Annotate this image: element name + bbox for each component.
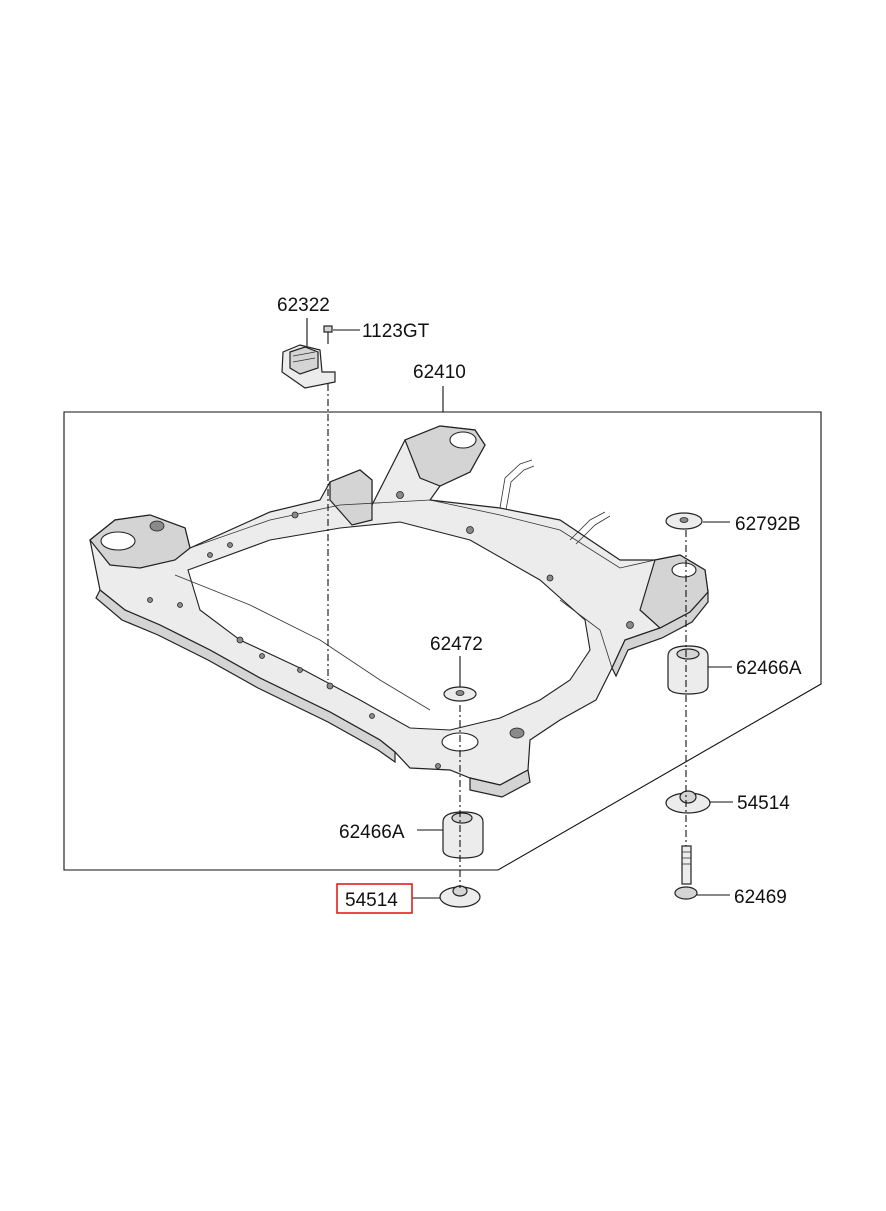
label-62472: 62472 <box>430 634 483 655</box>
washer-54514-right <box>665 790 711 814</box>
label-62410: 62410 <box>413 362 466 383</box>
washer-62792b <box>665 512 703 530</box>
bolt-1123gt <box>323 325 333 344</box>
label-62469: 62469 <box>734 887 787 908</box>
label-62792b: 62792B <box>735 514 801 535</box>
subframe-crossmember <box>89 425 709 798</box>
bushing-62466a-left <box>442 811 484 859</box>
washer-54514-left <box>439 885 481 908</box>
label-1123gt: 1123GT <box>362 321 430 342</box>
highlight-box-54514[interactable] <box>336 883 413 914</box>
label-54514-right: 54514 <box>737 793 790 814</box>
label-54514-left[interactable]: 54514 <box>345 890 398 911</box>
subframe-holes <box>147 491 634 769</box>
washer-62472 <box>443 686 477 702</box>
bushing-62466a-right <box>667 645 709 695</box>
assembly-frame <box>63 411 822 871</box>
label-62322: 62322 <box>277 295 330 316</box>
label-62466a-right: 62466A <box>736 658 802 679</box>
bolt-62469 <box>674 845 698 900</box>
bracket-62322 <box>281 344 336 389</box>
label-62466a-left: 62466A <box>339 822 405 843</box>
